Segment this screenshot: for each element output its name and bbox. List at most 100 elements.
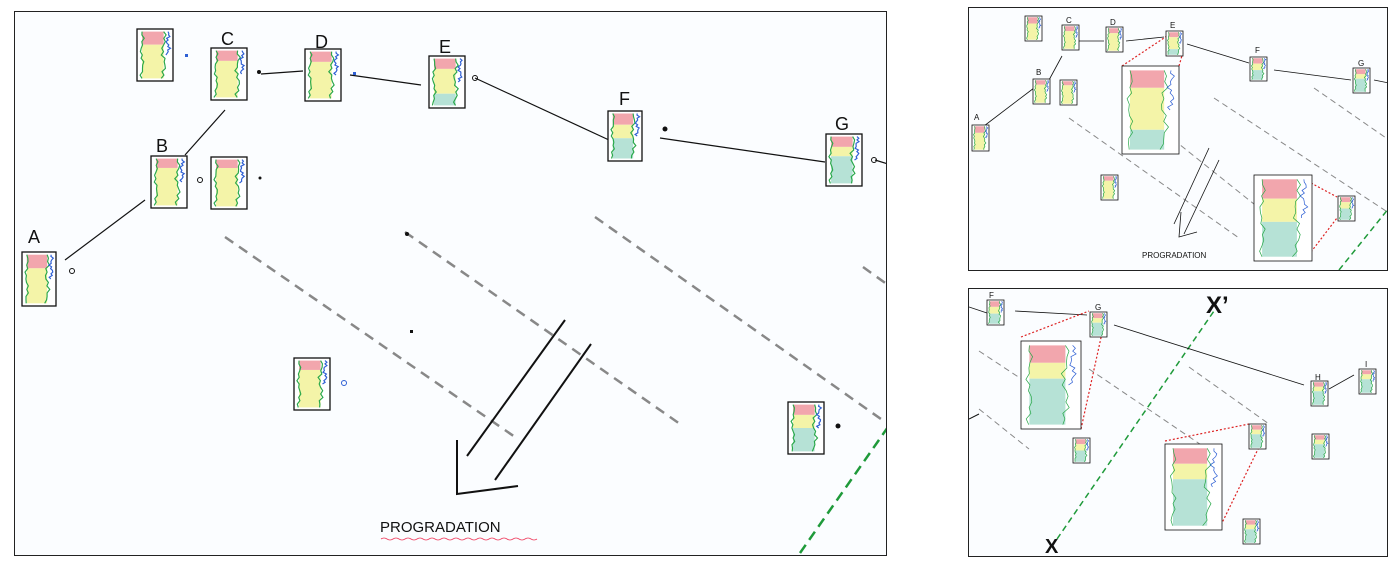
blue-curve xyxy=(1299,179,1309,219)
resistivity-curve xyxy=(1112,176,1116,199)
middle-zone xyxy=(1092,318,1103,323)
gamma-curve xyxy=(828,136,834,184)
gamma-curve xyxy=(1360,370,1363,393)
resistivity-curve xyxy=(1117,28,1121,51)
top-zone xyxy=(1252,58,1263,64)
lower-zone xyxy=(1361,379,1372,393)
middle-zone xyxy=(1075,444,1086,451)
middle-zone xyxy=(1172,463,1208,480)
resistivity-curve xyxy=(1159,70,1169,150)
top-zone xyxy=(1355,69,1366,75)
resistivity-curve xyxy=(234,159,241,207)
top-zone xyxy=(1313,382,1324,387)
well-log-icon xyxy=(1072,437,1091,464)
gamma-curve xyxy=(1074,439,1077,462)
well-log-icon xyxy=(1358,368,1377,395)
middle-zone xyxy=(974,132,985,150)
lower-zone xyxy=(1029,378,1066,425)
blue-curve xyxy=(179,158,186,183)
blue-curve xyxy=(634,113,641,137)
middle-zone xyxy=(1064,31,1075,49)
middle-zone xyxy=(26,268,48,304)
well-label-c: C xyxy=(1066,16,1072,25)
gamma-curve xyxy=(296,360,302,408)
blue-curve xyxy=(333,51,340,76)
middle-zone xyxy=(310,61,332,99)
main-map: A B C D E F G PROGRADATION xyxy=(21,28,886,554)
resistivity-curve xyxy=(849,136,856,184)
lower-zone xyxy=(1313,391,1324,405)
resistivity-curve xyxy=(811,404,819,452)
lower-zone xyxy=(1314,444,1325,458)
progradation-arrow-icon xyxy=(1173,147,1220,238)
well-connectors xyxy=(64,70,886,261)
top-zone xyxy=(1035,80,1046,85)
middle-zone xyxy=(156,167,178,206)
lower-zone xyxy=(1340,208,1351,220)
middle-zone xyxy=(831,146,853,157)
well-log-icon xyxy=(971,124,990,152)
blue-curve xyxy=(1372,370,1376,382)
blue-curve xyxy=(1324,381,1328,394)
middle-zone xyxy=(1262,198,1297,222)
inset-map-panel: A B C D E F G PROGRADATION xyxy=(968,7,1388,271)
blue-curve xyxy=(984,126,989,139)
gamma-curve xyxy=(1026,17,1029,40)
middle-zone xyxy=(216,168,238,207)
top-zone xyxy=(1129,70,1165,88)
resistivity-curve xyxy=(234,50,242,98)
top-zone xyxy=(1027,17,1038,24)
top-zone xyxy=(1262,179,1297,199)
gamma-curve xyxy=(431,58,437,106)
middle-zone xyxy=(1062,85,1073,104)
blue-curve xyxy=(457,58,463,83)
strike-lines xyxy=(224,215,886,439)
enlargement-connectors xyxy=(1020,310,1262,526)
middle-zone xyxy=(1035,84,1046,103)
top-zone xyxy=(1075,439,1086,445)
lower-zone xyxy=(1129,129,1165,150)
middle-zone xyxy=(142,44,164,79)
resistivity-curve xyxy=(1363,69,1368,92)
gamma-curve xyxy=(1167,32,1170,55)
well-log-icon xyxy=(150,155,188,209)
well-log-icon xyxy=(1020,340,1082,430)
lower-zone xyxy=(1251,434,1262,448)
resistivity-curve xyxy=(1036,17,1040,41)
resistivity-curve xyxy=(1349,197,1353,221)
top-zone xyxy=(299,360,321,370)
well-label-f: F xyxy=(619,89,630,109)
top-zone xyxy=(1092,313,1103,319)
progradation-label: PROGRADATION xyxy=(1142,251,1207,260)
middle-zone xyxy=(1361,374,1372,380)
section-end-label: X’ xyxy=(1206,292,1229,319)
well-label-g: G xyxy=(835,114,849,134)
top-zone xyxy=(831,136,853,147)
well-label-e: E xyxy=(439,37,451,57)
lower-zone xyxy=(1168,49,1179,55)
middle-zone xyxy=(1340,202,1351,209)
resistivity-curve xyxy=(1072,26,1077,49)
blue-curve xyxy=(1046,79,1050,92)
resistivity-curve xyxy=(44,254,51,304)
top-zone xyxy=(1245,520,1256,525)
section-detail-panel: F G H I X X’ xyxy=(968,288,1388,557)
well-label-d: D xyxy=(315,32,328,52)
middle-zone xyxy=(1027,23,1038,40)
top-zone xyxy=(1062,81,1073,86)
well-log-icon xyxy=(1248,423,1267,450)
middle-zone xyxy=(1029,362,1066,379)
resistivity-curve xyxy=(452,58,459,106)
blue-curve xyxy=(1038,17,1042,29)
resistivity-curve xyxy=(1202,448,1212,526)
gamma-curve xyxy=(1251,58,1254,80)
resistivity-curve xyxy=(1177,32,1181,55)
top-zone xyxy=(1172,448,1208,464)
middle-zone xyxy=(1355,74,1366,79)
well-label-e: E xyxy=(1170,21,1175,30)
gamma-curve xyxy=(988,301,991,324)
resistivity-curve xyxy=(1292,179,1301,257)
well-log-icon xyxy=(428,55,466,109)
middle-zone xyxy=(299,369,321,408)
gamma-curve xyxy=(153,158,159,206)
